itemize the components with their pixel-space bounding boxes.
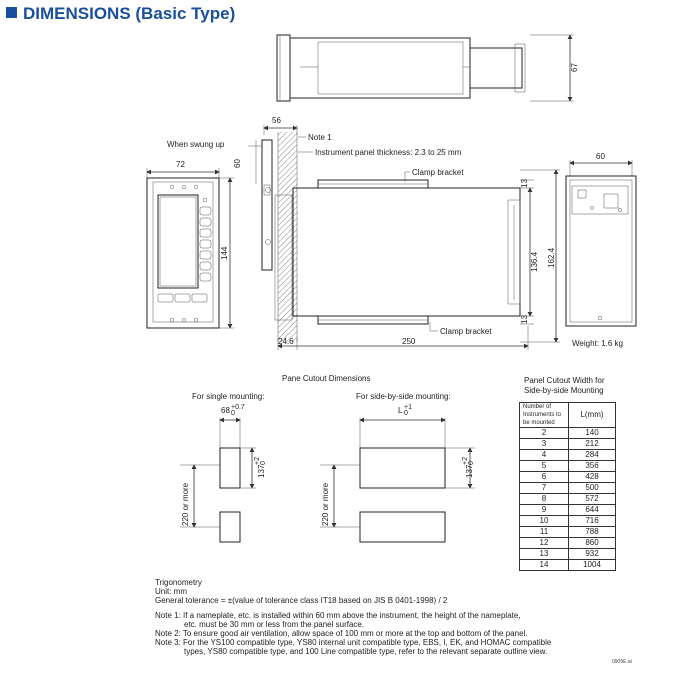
- notes-block: Trigonometry Unit: mm General tolerance …: [155, 578, 551, 656]
- single-width-tol2: 0: [231, 410, 235, 417]
- dim-24-6: 24.6: [278, 337, 294, 346]
- note1-label: Note 1: [308, 133, 332, 142]
- table-cell: 284: [568, 449, 616, 461]
- side-spacing-dim: 220 or more: [321, 482, 330, 526]
- table-cell: 13: [519, 548, 569, 560]
- note2-line: Note 2: To ensure good air ventilation, …: [155, 629, 528, 638]
- dim-72: 72: [176, 160, 185, 169]
- table-cell: 12: [519, 537, 569, 549]
- cutout-dimensions: Pane Cutout Dimensions For single mounti…: [180, 374, 475, 543]
- panel-table-heading-2: Side-by-side Mounting: [524, 386, 604, 395]
- single-mounting-label: For single mounting:: [192, 392, 264, 401]
- dim-60-side: 60: [233, 159, 242, 168]
- single-height-tol2: 0: [260, 461, 267, 465]
- side-height-tol: +2: [462, 457, 469, 465]
- panel-thickness-label: Instrument panel thickness: 2.3 to 25 mm: [315, 148, 462, 157]
- table-cell: 1004: [568, 559, 616, 571]
- page-title-text: DIMENSIONS (Basic Type): [23, 4, 236, 23]
- table-cell: 9: [519, 504, 569, 516]
- table-cell: 5: [519, 460, 569, 472]
- panel-cutout-table: Number of Instruments to be mounted L(mm…: [519, 402, 616, 571]
- table-cell: 716: [568, 515, 616, 527]
- note3-line-a: Note 3: For the YS100 compatible type, Y…: [155, 638, 552, 647]
- note1-line-b: etc. must be 30 mm or less from the pane…: [184, 620, 365, 629]
- single-width-dim: 68: [221, 406, 230, 415]
- dim-144: 144: [220, 246, 229, 260]
- table-cell: 572: [568, 493, 616, 505]
- note1-line-a: Note 1: If a nameplate, etc. is installe…: [155, 611, 521, 620]
- front-view: 72 144: [146, 160, 234, 329]
- dim-56: 56: [272, 116, 281, 125]
- table-cell: 788: [568, 526, 616, 538]
- table-cell: 212: [568, 438, 616, 450]
- dim-162-4: 162.4: [547, 247, 556, 268]
- table-cell: 500: [568, 482, 616, 494]
- clamp-bracket-bottom-label: Clamp bracket: [440, 327, 492, 336]
- table-cell: 7: [519, 482, 569, 494]
- table-cell: 6: [519, 471, 569, 483]
- dim-13-top: 13: [520, 179, 529, 188]
- cutout-heading: Pane Cutout Dimensions: [282, 374, 371, 383]
- table-cell: 4: [519, 449, 569, 461]
- side-mounting-label: For side-by-side mounting:: [356, 392, 451, 401]
- table-cell: 2: [519, 427, 569, 439]
- single-width-tol: +0.7: [231, 404, 245, 411]
- table-cell: 860: [568, 537, 616, 549]
- table-cell: 356: [568, 460, 616, 472]
- table-col-l: L(mm): [568, 402, 616, 428]
- table-cell: 10: [519, 515, 569, 527]
- dim-13-bottom: 13: [520, 315, 529, 324]
- unit-label: Unit: mm: [155, 587, 187, 596]
- drawing-code: 0905E.ai: [612, 659, 632, 665]
- rear-view: 60 Weight: 1.6 kg: [565, 152, 637, 348]
- rear-dim-60: 60: [596, 152, 605, 161]
- side-width-dim: L: [398, 406, 403, 415]
- table-cell: 8: [519, 493, 569, 505]
- page-title: DIMENSIONS (Basic Type): [6, 4, 235, 24]
- table-cell: 3: [519, 438, 569, 450]
- dim-136-4: 136.4: [530, 251, 539, 272]
- table-cell: 140: [568, 427, 616, 439]
- single-height-tol: +2: [254, 457, 261, 465]
- dim-250: 250: [402, 337, 416, 346]
- side-view: 56 60 When swung up Note 1 Instrument pa…: [167, 116, 560, 350]
- weight-label: Weight: 1.6 kg: [572, 339, 623, 348]
- single-height-dim: 137: [257, 464, 266, 478]
- tolerance-label: General tolerance = ±(value of tolerance…: [155, 596, 448, 605]
- side-height-tol2: 0: [468, 461, 475, 465]
- bullet-square-icon: [6, 7, 17, 18]
- note3-line-b: types, YS80 compatible type, and 100 Lin…: [184, 647, 548, 656]
- table-cell: 428: [568, 471, 616, 483]
- table-col-count: Number of Instruments to be mounted: [519, 402, 569, 428]
- side-width-tol2: 0: [404, 410, 408, 417]
- trig-label: Trigonometry: [155, 578, 202, 587]
- single-spacing-dim: 220 or more: [181, 482, 190, 526]
- top-view-height-dim: 67: [570, 63, 579, 72]
- when-swung-up-label: When swung up: [167, 140, 225, 149]
- side-height-dim: 137: [465, 464, 474, 478]
- top-view: 67: [276, 34, 579, 102]
- table-cell: 932: [568, 548, 616, 560]
- panel-table-heading-1: Panel Cutout Width for: [524, 376, 605, 385]
- table-cell: 14: [519, 559, 569, 571]
- table-cell: 644: [568, 504, 616, 516]
- side-width-tol: +1: [404, 404, 412, 411]
- clamp-bracket-top-label: Clamp bracket: [412, 168, 464, 177]
- table-cell: 11: [519, 526, 569, 538]
